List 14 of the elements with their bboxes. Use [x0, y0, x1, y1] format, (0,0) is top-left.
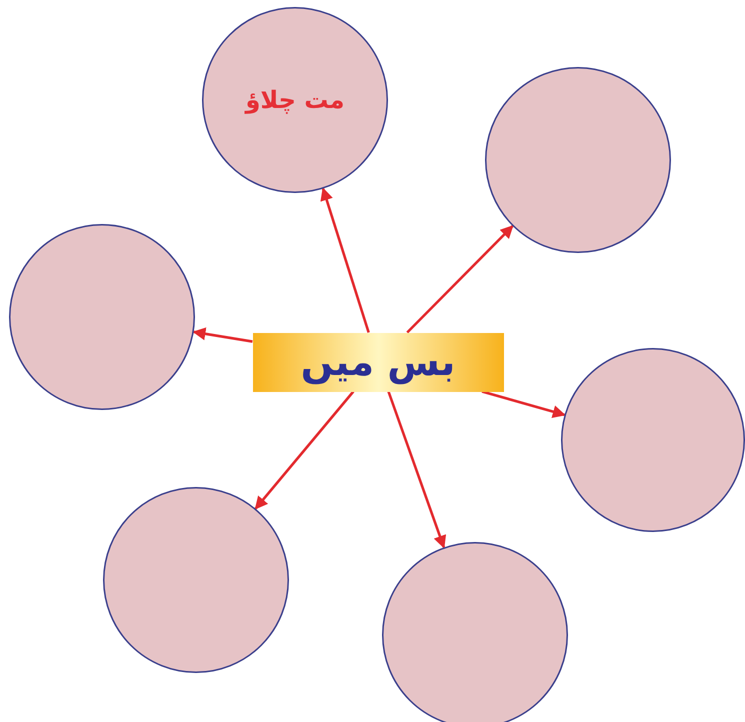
- label-box: [252, 332, 504, 392]
- circle: [103, 487, 289, 673]
- box-label: بس میں: [300, 340, 456, 384]
- arrow: [192, 327, 253, 343]
- circle-label: مت چلاؤ: [245, 86, 345, 114]
- circle: [485, 67, 671, 253]
- circle: [561, 348, 745, 532]
- circle: [9, 224, 195, 410]
- arrow: [406, 225, 514, 334]
- arrow: [482, 390, 566, 418]
- arrow: [387, 391, 446, 549]
- arrow: [320, 187, 370, 333]
- arrow: [254, 390, 354, 510]
- circle: [202, 7, 388, 193]
